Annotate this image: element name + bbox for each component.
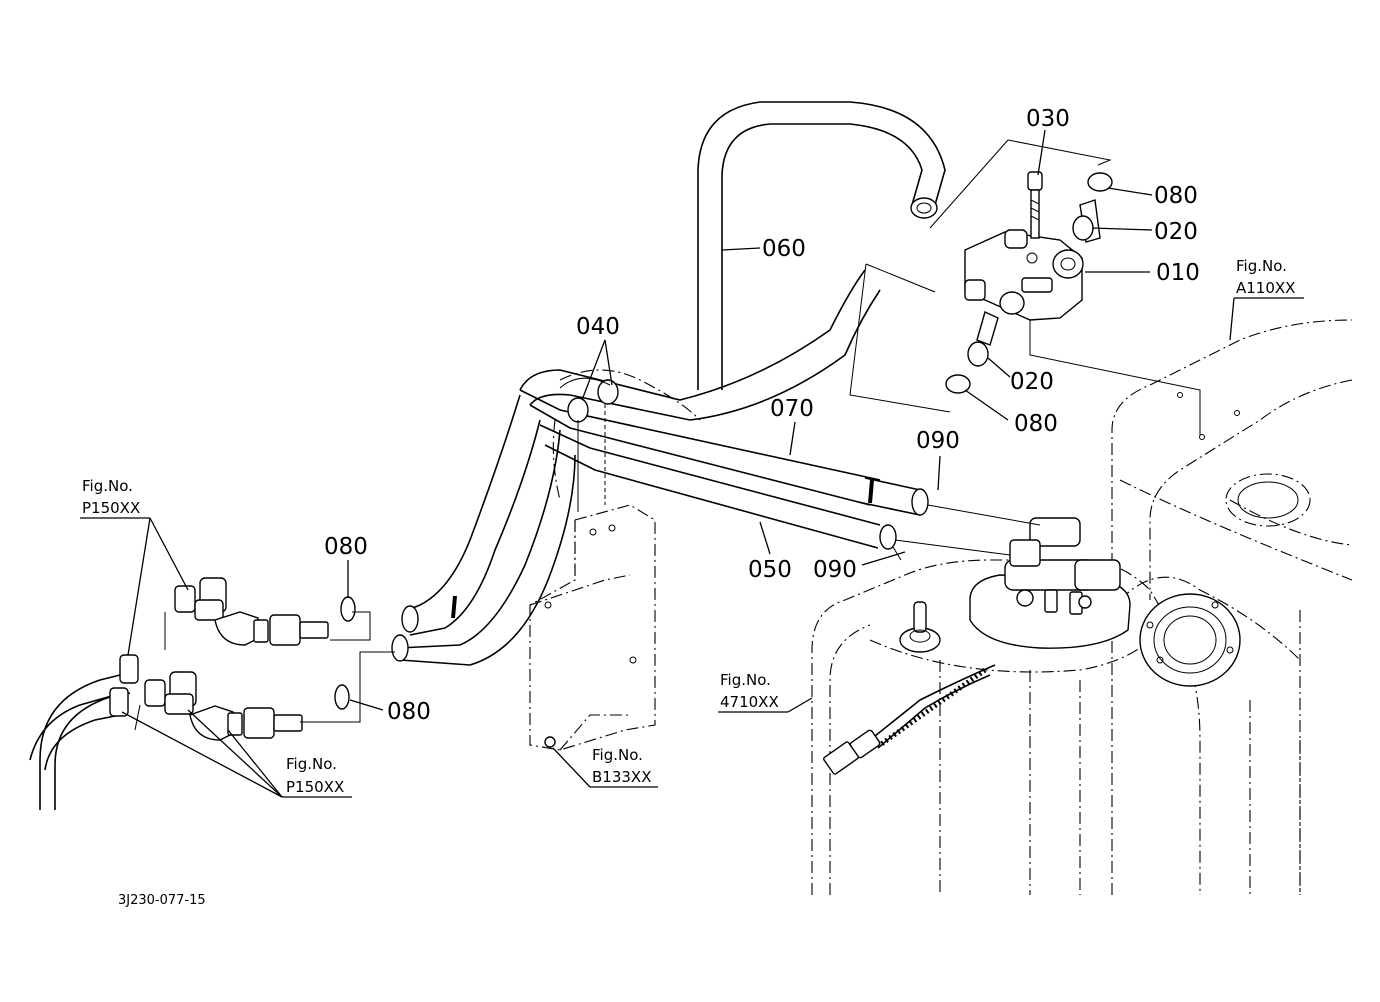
fig-ref-b133-code: B133XX <box>592 768 651 786</box>
callout-010: 010 <box>1156 260 1200 286</box>
callout-leaders <box>80 129 1304 798</box>
fig-ref-p150-left-title: Fig.No. <box>82 477 133 495</box>
callout-090-bottom: 090 <box>813 557 857 583</box>
fittings-left <box>29 577 395 810</box>
fig-ref-a110-code: A110XX <box>1236 279 1295 297</box>
bracket-b133 <box>529 404 656 751</box>
callout-080-top: 080 <box>1154 183 1198 209</box>
hose-left-runs <box>391 394 576 666</box>
callout-090-top: 090 <box>916 428 960 454</box>
assembly-leaders <box>892 504 1041 561</box>
fig-ref-a110-title: Fig.No. <box>1236 257 1287 275</box>
drawing-code: 3J230-077-15 <box>118 893 206 908</box>
fig-ref-p150-bottom-title: Fig.No. <box>286 755 337 773</box>
callout-060: 060 <box>762 236 806 262</box>
callout-080-lower-left: 080 <box>387 699 431 725</box>
callout-050: 050 <box>748 557 792 583</box>
callout-020-bottom: 020 <box>1010 369 1054 395</box>
hose-060 <box>697 101 946 390</box>
callout-030: 030 <box>1026 106 1070 132</box>
fig-ref-4710-title: Fig.No. <box>720 671 771 689</box>
fig-ref-b133-title: Fig.No. <box>592 746 643 764</box>
fuel-sender-assembly <box>899 517 1131 653</box>
fig-ref-4710-code: 4710XX <box>720 693 779 711</box>
fuel-tank-outline <box>1111 319 1353 895</box>
callout-070: 070 <box>770 396 814 422</box>
fig-ref-p150-bottom-code: P150XX <box>286 778 344 796</box>
callout-080-valve: 080 <box>1014 411 1058 437</box>
callout-020-top: 020 <box>1154 219 1198 245</box>
valve-assembly-010 <box>849 139 1201 435</box>
callout-040: 040 <box>576 314 620 340</box>
callout-080-upper-left: 080 <box>324 534 368 560</box>
sensor-harness <box>823 664 996 775</box>
hose-050-070 <box>519 269 929 550</box>
fig-ref-p150-left-code: P150XX <box>82 499 140 517</box>
